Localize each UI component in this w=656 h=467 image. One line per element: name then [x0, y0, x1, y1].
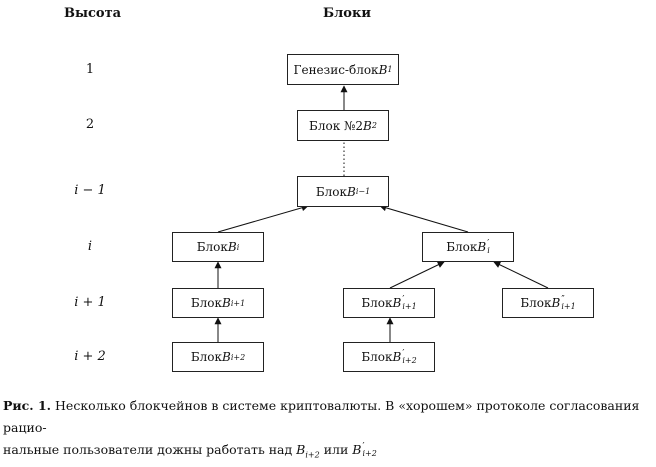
- node-label: Блок: [361, 350, 393, 364]
- blocks-column-header: Блоки: [323, 6, 371, 21]
- level-label: 2: [85, 117, 95, 132]
- caption-prime2: ′: [362, 442, 365, 452]
- node-var: B: [477, 240, 487, 254]
- node-prime: ′: [487, 238, 490, 249]
- height-column-header: Высота: [64, 6, 122, 21]
- node-sub: i: [236, 242, 240, 252]
- node-var: B: [551, 296, 561, 310]
- node-var: B: [363, 118, 372, 133]
- node-sub: i+1: [561, 301, 576, 311]
- node-label: Блок: [446, 240, 478, 254]
- node-label: Блок: [190, 296, 222, 310]
- node-sub: i: [487, 245, 490, 255]
- edge-bi-bim1: [217, 204, 309, 233]
- node-sub: 2: [371, 121, 377, 130]
- node-sub: 1: [387, 65, 393, 74]
- caption-label: Рис. 1.: [3, 398, 52, 413]
- node-label: Блок №2: [309, 118, 364, 133]
- caption-sub1: i+2: [305, 450, 320, 460]
- node-var: B: [378, 62, 388, 77]
- node-prime: ″: [561, 294, 565, 305]
- caption-mid: или: [319, 442, 353, 457]
- node-prime: ′: [402, 348, 405, 359]
- node-index-stack: ′i+1: [402, 294, 417, 311]
- node-var: B: [392, 296, 402, 310]
- edges-layer: [214, 85, 549, 342]
- node-label: Блок: [196, 240, 228, 254]
- level-label: i + 2: [74, 349, 106, 364]
- node-block-i-plus-1-double-prime: Блок B″i+1: [502, 288, 594, 318]
- node-block-i-plus-2-prime: Блок B′i+2: [343, 342, 435, 372]
- level-label: 1: [85, 62, 95, 77]
- node-var: B: [227, 240, 237, 254]
- edge-bpi1-bpi: [389, 261, 445, 289]
- caption-line1: Несколько блокчейнов в системе криптовал…: [3, 398, 640, 435]
- node-sub: i+2: [230, 352, 246, 362]
- level-label: i: [87, 239, 93, 254]
- node-label: Блок: [315, 184, 347, 199]
- node-sub: i+2: [402, 355, 417, 365]
- node-var: B: [221, 350, 231, 364]
- node-var: B: [392, 350, 402, 364]
- node-index-stack: ″i+1: [561, 294, 576, 311]
- node-prime: ′: [402, 294, 405, 305]
- node-sub: i+1: [402, 301, 417, 311]
- node-label: Генезис-блок: [293, 62, 379, 77]
- node-var: B: [346, 184, 356, 199]
- node-label: Блок: [190, 350, 222, 364]
- node-block-i-plus-1-prime: Блок B′i+1: [343, 288, 435, 318]
- caption-var2: B: [352, 442, 362, 457]
- caption-sub2: i+2: [362, 449, 377, 458]
- node-index-stack: ′i: [487, 238, 490, 255]
- level-label: i + 1: [74, 295, 106, 310]
- node-sub: i+1: [230, 298, 246, 308]
- edge-bppi1-bpi: [493, 261, 549, 289]
- node-label: Блок: [520, 296, 552, 310]
- level-label: i − 1: [74, 183, 106, 198]
- edge-bpi-bim1: [379, 204, 469, 233]
- node-block-i-prime: Блок B′i: [422, 232, 514, 262]
- node-label: Блок: [361, 296, 393, 310]
- node-index-stack: ′i+2: [402, 348, 417, 365]
- caption-var1: B: [296, 442, 306, 457]
- node-sub: i−1: [355, 187, 371, 196]
- figure-caption: Рис. 1. Несколько блокчейнов в системе к…: [3, 395, 643, 467]
- caption-line2: нальные пользователи дожны работать над: [3, 442, 297, 457]
- node-var: B: [221, 296, 231, 310]
- caption-index-stack: ′i+2: [362, 443, 376, 458]
